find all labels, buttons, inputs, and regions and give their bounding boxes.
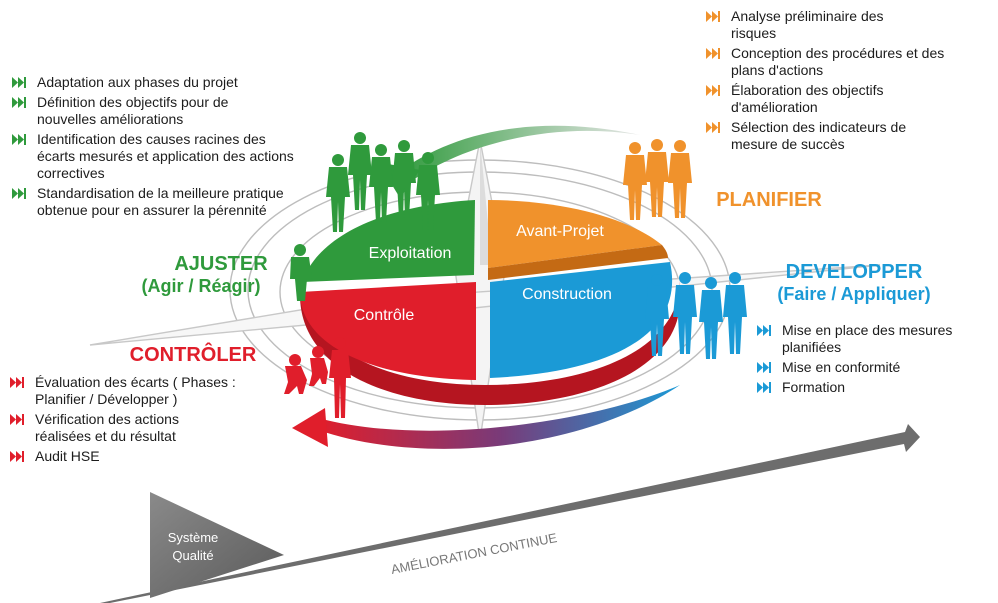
quadrant-construction[interactable] [490, 262, 673, 378]
fast-forward-icon [10, 377, 24, 388]
team-green-silhouettes [290, 132, 440, 301]
team-blue-silhouettes [645, 272, 747, 359]
fast-forward-icon [10, 414, 24, 425]
fast-forward-icon [706, 11, 720, 22]
fast-forward-icon [706, 48, 720, 59]
fast-forward-icon [757, 382, 771, 393]
fast-forward-icon [757, 362, 771, 373]
quadrant-controle[interactable] [300, 282, 476, 380]
fast-forward-icon [12, 188, 26, 199]
quadrant-exploitation[interactable] [302, 200, 475, 282]
developper-list: Mise en place des mesures planifiées Mis… [757, 322, 997, 399]
phase-title-controler: CONTRÔLER [130, 342, 257, 366]
quadrant-label-construction: Construction [522, 286, 612, 303]
bottom-arrow-arc [318, 385, 680, 449]
fast-forward-icon [12, 134, 26, 145]
team-red-silhouettes [284, 337, 351, 418]
list-item: Audit HSE [10, 448, 270, 465]
systeme-qualite-wedge [150, 492, 284, 598]
list-item: Mise en conformité [757, 359, 997, 376]
quadrant-avant-projet-edge [488, 245, 668, 280]
fast-forward-icon [12, 97, 26, 108]
list-item: Mise en place des mesures planifiées [757, 322, 997, 356]
phase-title-developper: DEVELOPPER [786, 261, 923, 283]
fast-forward-icon [12, 77, 26, 88]
fast-forward-icon [757, 325, 771, 336]
fast-forward-icon [10, 451, 24, 462]
top-arrow-arc [395, 125, 640, 182]
quadrant-label-exploitation: Exploitation [369, 245, 452, 262]
planifier-list: Analyse préliminaire des risques Concept… [706, 8, 946, 156]
bottom-arrow-head [292, 408, 328, 447]
list-item: Analyse préliminaire des risques [706, 8, 946, 42]
list-item: Conception des procédures et des plans d… [706, 45, 946, 79]
phase-subtitle-developper: (Faire / Appliquer) [777, 284, 930, 304]
controler-list: Évaluation des écarts ( Phases : Planifi… [10, 374, 270, 468]
team-orange-silhouettes [623, 139, 692, 220]
fast-forward-icon [706, 122, 720, 133]
systeme-qualite-line1: Système [168, 530, 219, 545]
quadrant-avant-projet[interactable] [488, 200, 662, 268]
fast-forward-icon [706, 85, 720, 96]
phase-subtitle-ajuster: (Agir / Réagir) [141, 276, 260, 296]
list-item: Adaptation aux phases du projet [12, 74, 312, 91]
list-item: Définition des objectifs pour de nouvell… [12, 94, 312, 128]
systeme-qualite-line2: Qualité [172, 548, 213, 563]
list-item: Sélection des indicateurs de mesure de s… [706, 119, 946, 153]
list-item: Formation [757, 379, 997, 396]
list-item: Identification des causes racines des éc… [12, 131, 312, 182]
phase-title-ajuster: AJUSTER [174, 253, 268, 275]
quadrant-label-controle: Contrôle [354, 307, 415, 324]
list-item: Vérification des actions réalisées et du… [10, 411, 270, 445]
quadrant-label-avant-projet: Avant-Projet [516, 223, 604, 240]
list-item: Standardisation de la meilleure pratique… [12, 185, 312, 219]
list-item: Élaboration des objectifs d'amélioration [706, 82, 946, 116]
phase-title-planifier: PLANIFIER [716, 189, 822, 211]
list-item: Évaluation des écarts ( Phases : Planifi… [10, 374, 270, 408]
ajuster-list: Adaptation aux phases du projet Définiti… [12, 74, 312, 222]
